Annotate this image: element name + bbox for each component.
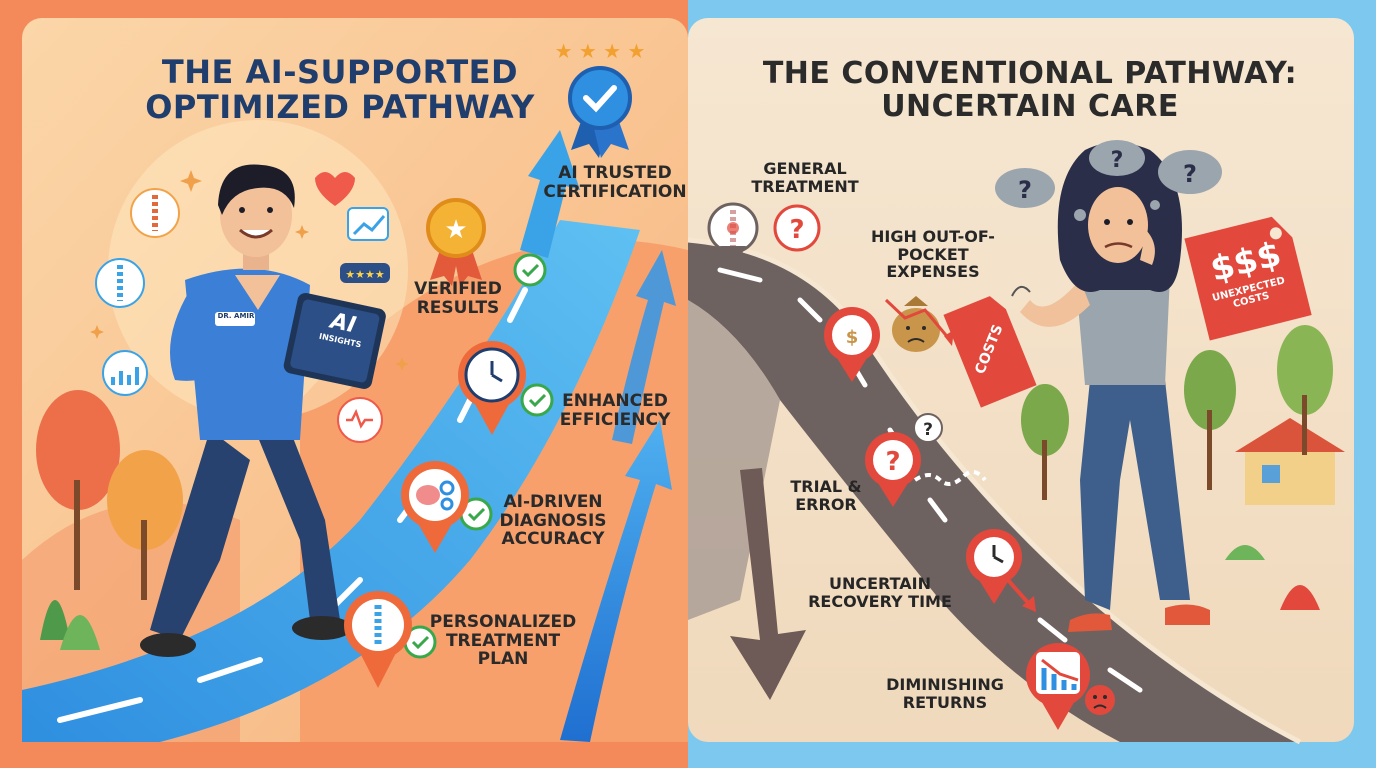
right-panel: ? ? ? [687, 18, 1354, 745]
label-high-out-of-pocket-expenses: HIGH OUT-OF-POCKET EXPENSES [871, 227, 995, 282]
svg-text:?: ? [923, 420, 933, 440]
spine-pin [344, 591, 412, 688]
spine-icon-circle [130, 188, 180, 238]
label-uncertain-recovery-time: UNCERTAIN RECOVERY TIME [808, 574, 952, 611]
label-trial-and-error: TRIAL & ERROR [790, 477, 862, 514]
spine-question-pin: ? [707, 202, 821, 270]
brain-gear-pin [401, 461, 469, 553]
thought-clouds: ? ? ? [995, 140, 1222, 221]
up-arrow-top [520, 130, 580, 258]
chart-icon-circle [102, 350, 148, 396]
svg-text:?: ? [789, 215, 804, 245]
ribbon-badge-check-icon: ★ ★ ★ ★ [555, 39, 646, 158]
doctor-badge-name: DR. AMIR [217, 312, 255, 320]
rock-cliff [688, 300, 780, 620]
sparkle-icons [90, 170, 409, 371]
right-title: THE CONVENTIONAL PATHWAY: UNCERTAIN CARE [762, 56, 1298, 124]
heart-monitor-icon [337, 397, 383, 443]
label-personalized-treatment-plan: PERSONALIZED TREATMENT PLAN [429, 612, 577, 670]
clock-pin-right [966, 529, 1036, 612]
label-enhanced-efficiency: ENHANCED EFFICIENCY [559, 391, 671, 430]
svg-text:?: ? [885, 447, 900, 477]
money-pin: $ [824, 307, 880, 382]
star-medal-icon: ★ [426, 198, 486, 286]
question-pin: ? ? [865, 413, 943, 507]
svg-text:★ ★ ★ ★: ★ ★ ★ ★ [555, 39, 646, 63]
svg-text:★: ★ [444, 215, 467, 245]
house [1235, 418, 1345, 505]
svg-text:★★★★: ★★★★ [345, 268, 385, 281]
label-general-treatment: GENERAL TREATMENT [751, 159, 859, 196]
spine-icon-circle-2 [95, 258, 145, 308]
rating-stars-icon: ★★★★ [340, 263, 390, 283]
left-title: THE AI-SUPPORTED OPTIMIZED PATHWAY [145, 53, 535, 127]
label-ai-trusted-certification: AI TRUSTED CERTIFICATION [543, 163, 687, 202]
down-arrow [730, 468, 806, 700]
heartbeat-icon [315, 172, 355, 206]
up-arrow-small [612, 250, 676, 444]
growth-chart-icon [347, 207, 389, 241]
label-ai-driven-diagnosis-accuracy: AI-DRIVEN DIAGNOSIS ACCURACY [499, 492, 607, 550]
money-bag-icon [884, 296, 954, 352]
trees-right [1021, 325, 1333, 610]
squiggle-path [913, 469, 987, 486]
conventional-road [688, 240, 1300, 742]
up-arrow [560, 420, 672, 742]
tree-cluster [36, 390, 183, 650]
svg-text:?: ? [1018, 176, 1032, 204]
label-diminishing-returns: DIMINISHING RETURNS [886, 675, 1004, 712]
svg-text:?: ? [1111, 148, 1124, 173]
left-panel: ★★★★ ★ ★ ★ ★ ★ [22, 18, 688, 742]
svg-text:$: $ [846, 327, 859, 348]
declining-chart-pin [1026, 643, 1115, 730]
clock-pin [458, 341, 526, 435]
costs-tag [943, 296, 1037, 408]
woman-figure [1020, 142, 1210, 632]
label-verified-results: VERIFIED RESULTS [414, 279, 502, 318]
unexpected-costs-tag [1184, 216, 1312, 341]
svg-text:?: ? [1183, 160, 1197, 188]
